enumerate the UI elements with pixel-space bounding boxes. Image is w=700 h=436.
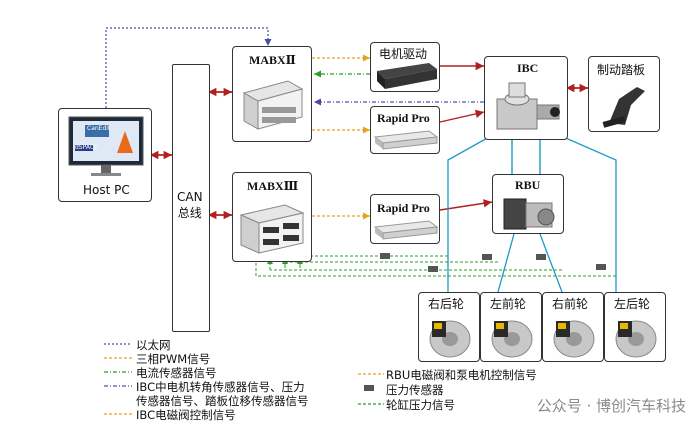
mabx2-device-icon (242, 80, 304, 130)
legend-item: RBU电磁阀和泵电机控制信号 (386, 368, 537, 382)
rbu-unit-icon (503, 198, 555, 230)
motor-drive-icon (377, 63, 437, 89)
host-pc-box[interactable]: CanEdit dSPACE Host PC (58, 108, 152, 202)
wheel-rf-label: 右前轮 (552, 297, 589, 311)
brake-pedal-icon (602, 87, 645, 128)
hyd-rr (447, 131, 499, 292)
mabx3-device-icon (239, 204, 305, 254)
legend-left-swatches (104, 343, 132, 415)
pressure-sensor-icon (536, 254, 546, 260)
legend-right-swatches (358, 373, 384, 405)
canedit-text: CanEdit (87, 125, 111, 132)
mabx3-box[interactable]: MABXⅢ (232, 172, 312, 262)
brake-pedal-label: 制动踏板 (597, 63, 646, 77)
legend-item: 以太网 (136, 338, 171, 352)
rapid-pro-top-box[interactable]: Rapid Pro (370, 106, 440, 154)
brake-pedal-box[interactable]: 制动踏板 (588, 56, 660, 132)
rapid-pro-bottom-box[interactable]: Rapid Pro (370, 194, 440, 244)
can-bus-box[interactable]: CAN 总线 (172, 64, 210, 332)
dspace-text: dSPACE (75, 144, 98, 151)
host-pc-label: Host PC (83, 183, 130, 197)
brake-disc-icon (491, 320, 533, 358)
wheel-rr-box[interactable]: 右后轮 (418, 292, 480, 362)
wheel-lf-label: 左前轮 (490, 297, 527, 311)
rbu-label: RBU (515, 178, 541, 192)
rapid-pro-bottom-label: Rapid Pro (377, 201, 430, 215)
legend-swatch-pressure-sensor (364, 385, 374, 391)
motor-drive-label: 电机驱动 (379, 47, 428, 61)
ibc-unit-icon (496, 82, 560, 130)
pressure-sensor-icon (596, 264, 606, 270)
legend-item: 电流传感器信号 (136, 366, 217, 380)
pressure-sensor-icon (380, 253, 390, 259)
legend-item: 轮缸压力信号 (386, 398, 455, 412)
legend-item: IBC中电机转角传感器信号、压力 (136, 380, 305, 394)
rapid-pro-bottom-icon (373, 220, 439, 240)
rbu-box[interactable]: RBU (492, 174, 564, 234)
pressure-sensor-icon (428, 266, 438, 272)
wheel-pressure-2 (284, 261, 498, 268)
wheel-lr-box[interactable]: 左后轮 (604, 292, 666, 362)
wheel-rr-label: 右后轮 (428, 297, 465, 311)
hyd-rf (539, 233, 563, 293)
wheel-lr-label: 左后轮 (614, 297, 651, 311)
wheel-pressure-4 (255, 262, 616, 277)
hyd-lr (551, 131, 617, 292)
legend-item: IBC电磁阀控制信号 (136, 408, 236, 422)
brake-disc-icon (615, 320, 657, 358)
legend-item: 三相PWM信号 (136, 352, 211, 366)
ibc-box[interactable]: IBC (484, 56, 568, 140)
motor-drive-box[interactable]: 电机驱动 (370, 42, 440, 92)
mabx3-label: MABXⅢ (247, 179, 299, 193)
rapidpro-rbu-line (439, 199, 493, 211)
monitor-icon (68, 116, 144, 176)
mabx2-box[interactable]: MABXⅡ (232, 46, 312, 142)
ibc-label: IBC (517, 61, 539, 75)
wheel-lf-box[interactable]: 左前轮 (480, 292, 542, 362)
rapid-pro-top-label: Rapid Pro (377, 111, 430, 125)
hyd-lf (497, 233, 515, 293)
rapid-pro-top-icon (373, 130, 439, 150)
ethernet-line (105, 27, 272, 108)
wheel-rf-box[interactable]: 右前轮 (542, 292, 604, 362)
brake-disc-icon (429, 320, 471, 358)
brake-disc-icon (553, 320, 595, 358)
rapidpro-ibc-line (439, 109, 485, 123)
mabx2-label: MABXⅡ (249, 53, 296, 67)
can-bus-label: CAN 总线 (177, 190, 203, 220)
watermark: 公众号 · 博创汽车科技 (536, 397, 686, 415)
legend-item: 压力传感器 (386, 383, 444, 397)
pressure-sensor-icon (482, 254, 492, 260)
legend-item: 传感器信号、踏板位移传感器信号 (136, 394, 309, 408)
